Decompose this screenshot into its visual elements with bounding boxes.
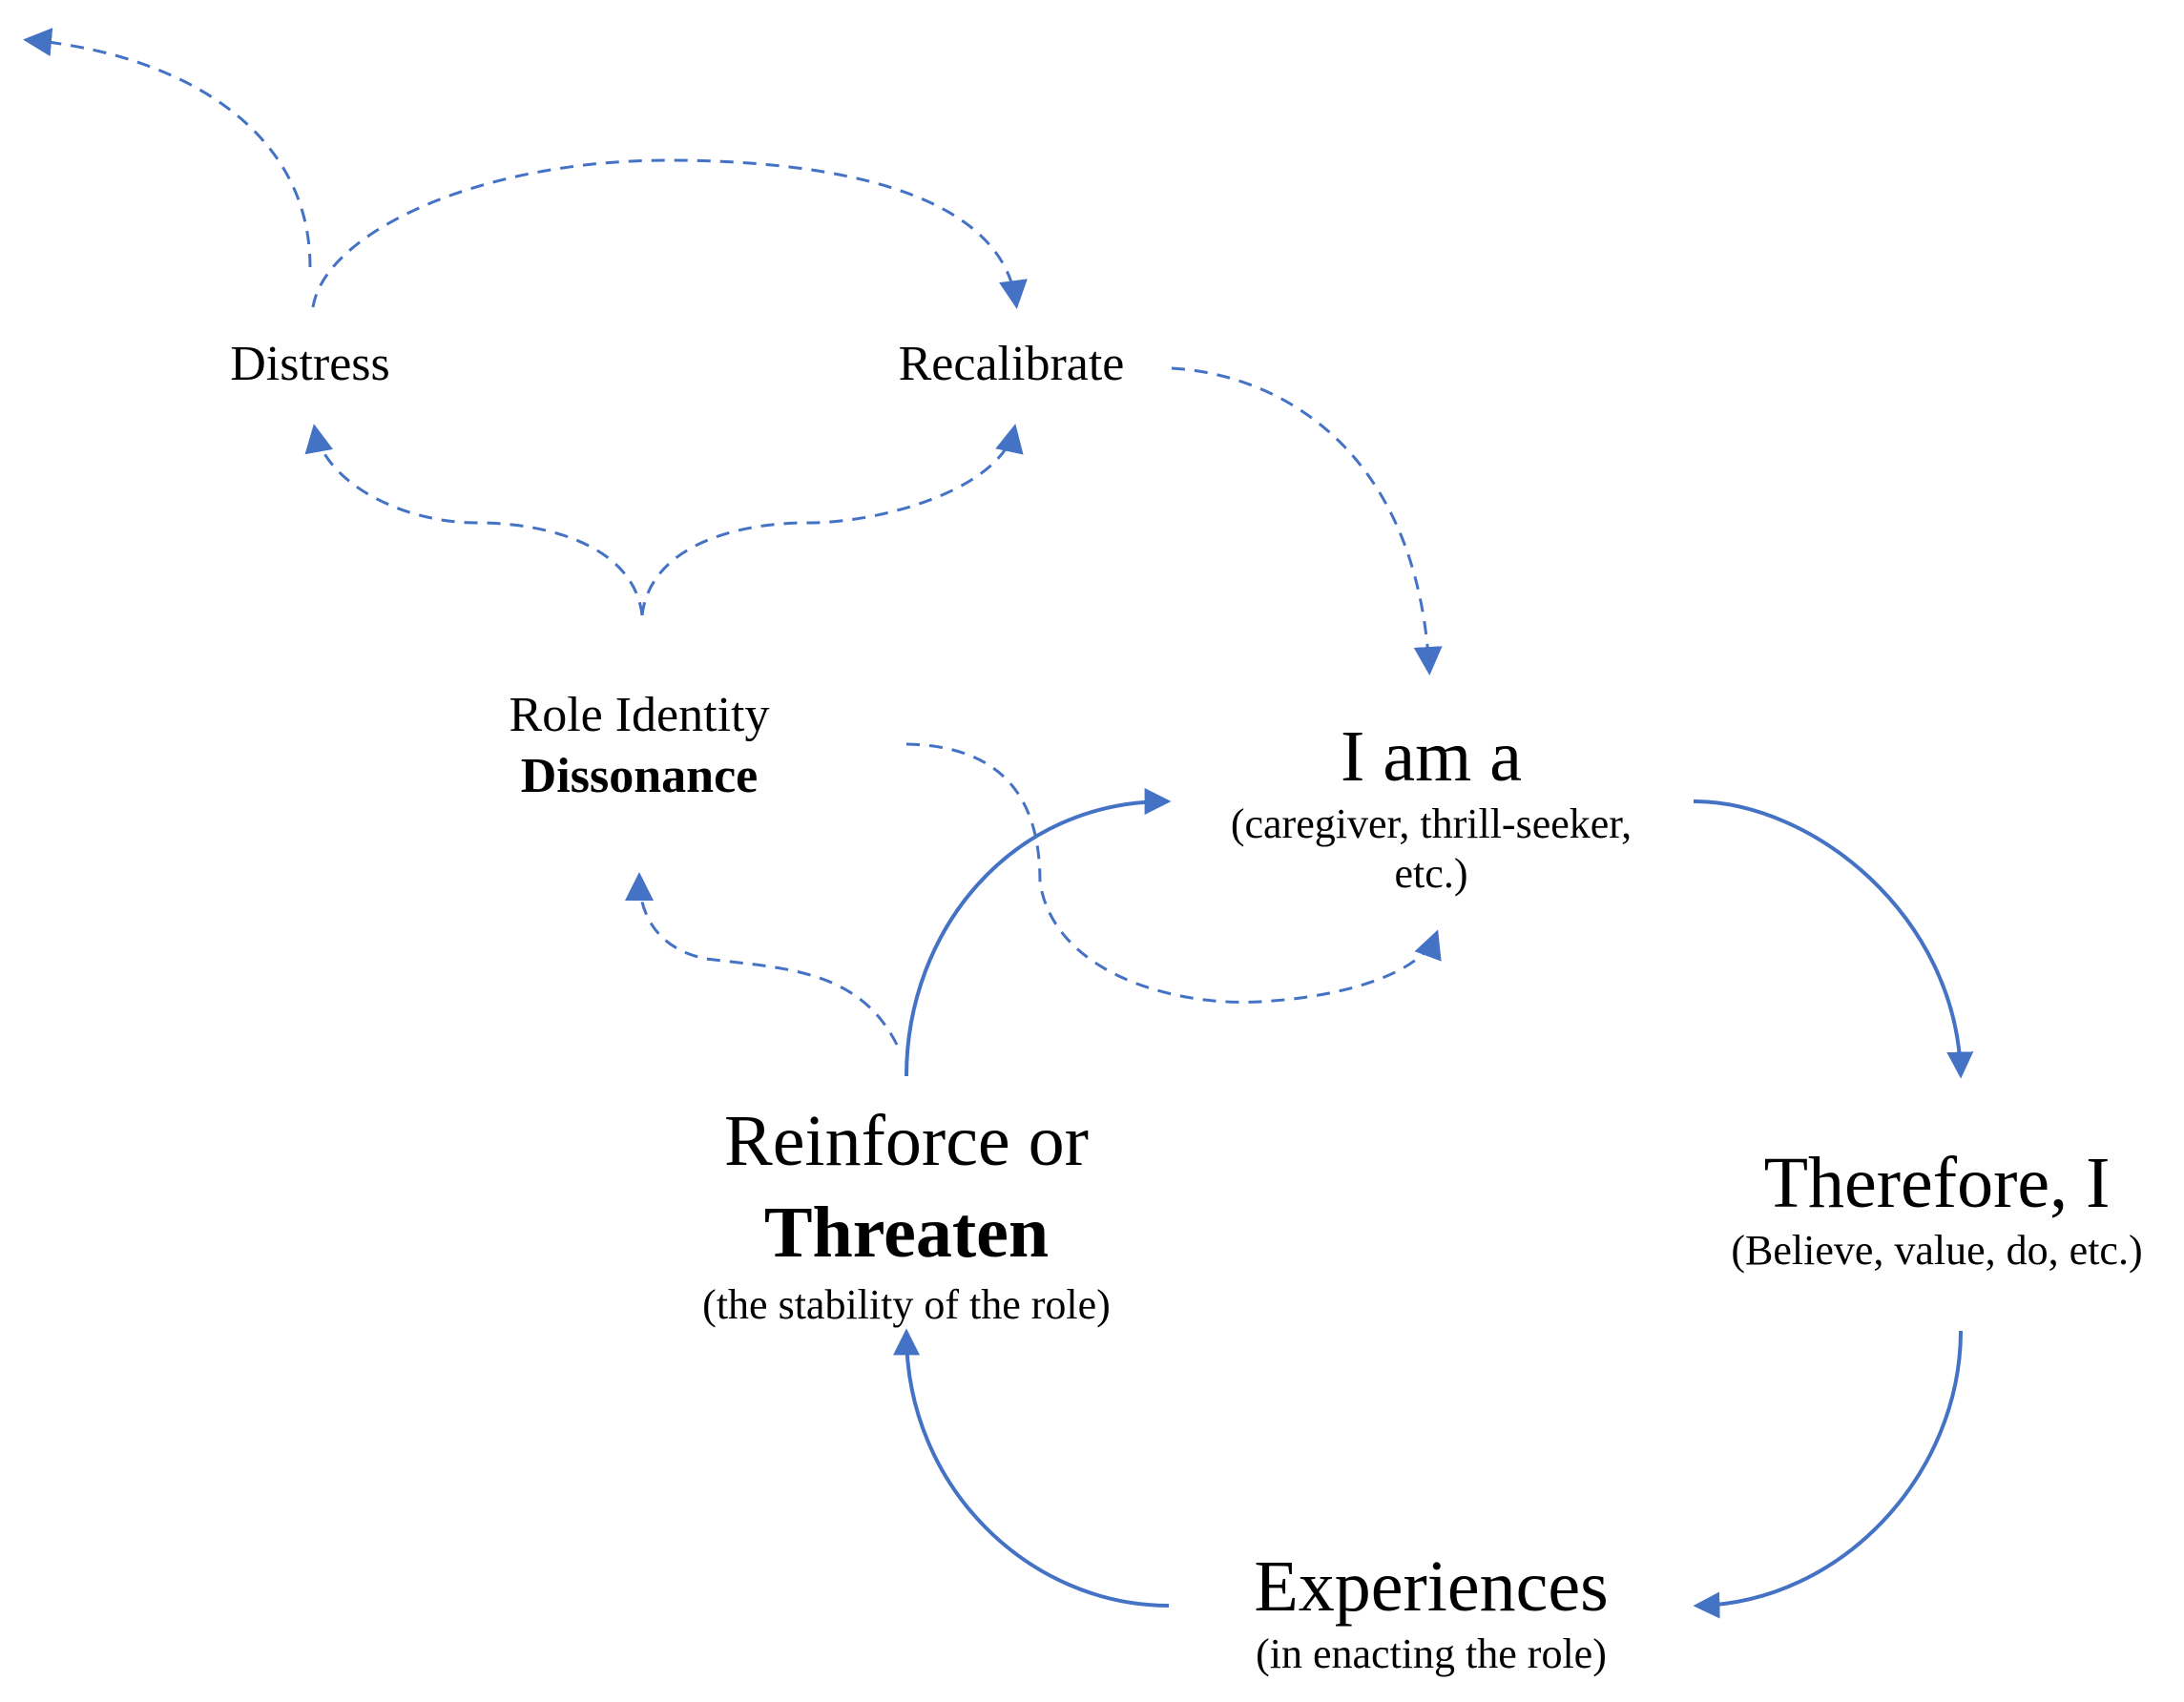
node-role-identity-dissonance: Role Identity Dissonance [448, 685, 830, 807]
arrow-therefore-to-experiences [1693, 1330, 1963, 1619]
experiences-title: Experiences [1254, 1546, 1609, 1627]
arrow-distress-to-recalibrate [311, 158, 1028, 309]
node-therefore-i: Therefore, I (Believe, value, do, etc.) [1708, 1140, 2166, 1276]
role-identity-line2: Dissonance [520, 749, 759, 803]
i-am-a-subtitle-line2: etc.) [1394, 850, 1468, 897]
node-experiences: Experiences (in enacting the role) [1183, 1544, 1679, 1679]
role-identity-line1: Role Identity [509, 688, 770, 742]
i-am-a-title: I am a [1341, 716, 1522, 797]
arrow-i-am-a-to-therefore [1693, 799, 1974, 1079]
arrow-distress-exit [23, 28, 312, 268]
node-recalibrate: Recalibrate [840, 336, 1183, 392]
therefore-subtitle: (Believe, value, do, etc.) [1731, 1227, 2143, 1274]
experiences-subtitle: (in enacting the role) [1256, 1630, 1607, 1677]
arrow-reinforce-to-role-identity [625, 872, 899, 1046]
recalibrate-label: Recalibrate [898, 337, 1125, 391]
reinforce-line2: Threaten [763, 1193, 1050, 1273]
reinforce-line1: Reinforce or [724, 1101, 1089, 1181]
therefore-title: Therefore, I [1763, 1143, 2111, 1223]
arrow-recalibrate-to-i-am-a [1171, 366, 1443, 675]
node-i-am-a: I am a (caregiver, thrill-seeker, etc.) [1174, 714, 1689, 899]
reinforce-subtitle: (the stability of the role) [702, 1281, 1111, 1328]
node-reinforce-or-threaten: Reinforce or Threaten (the stability of … [668, 1095, 1145, 1332]
arrow-role-identity-to-i-am-a [905, 742, 1442, 1004]
i-am-a-subtitle-line1: (caregiver, thrill-seeker, [1230, 800, 1633, 847]
arrow-role-identity-to-recalibrate [640, 424, 1024, 616]
distress-label: Distress [230, 337, 390, 391]
arrow-experiences-to-reinforce [893, 1328, 1170, 1608]
arrow-role-identity-to-distress [304, 424, 644, 616]
arrow-reinforce-to-i-am-a [905, 788, 1172, 1077]
node-distress: Distress [138, 336, 482, 392]
